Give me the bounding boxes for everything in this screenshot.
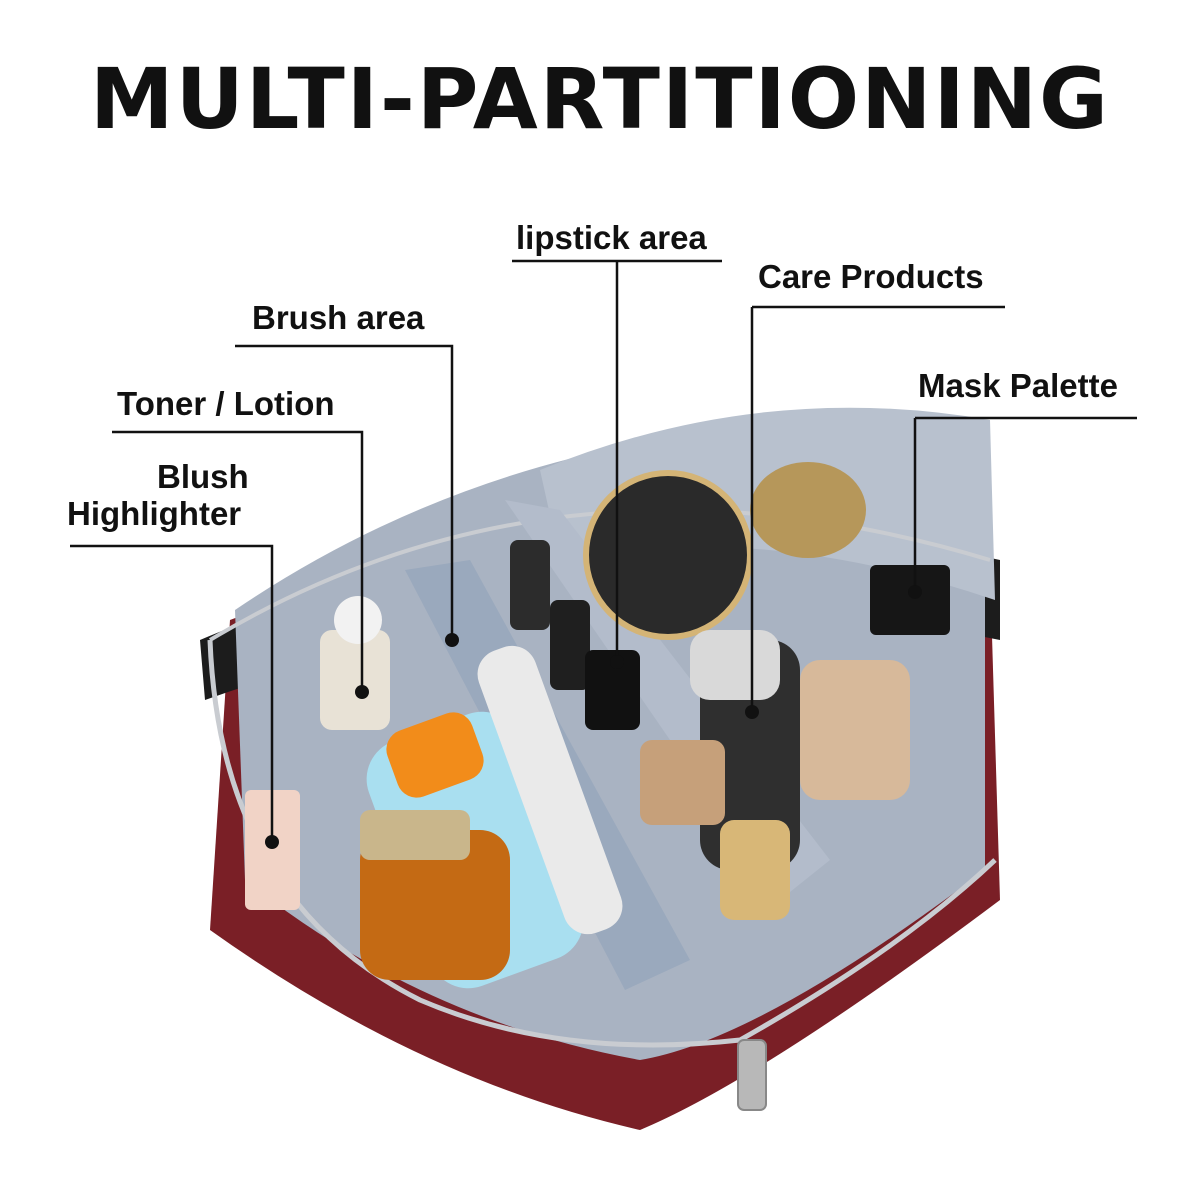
leader-lines: [70, 259, 1137, 840]
lipstick-2: [550, 600, 590, 690]
callout-toner-lotion: Toner / Lotion: [117, 385, 335, 422]
lipstick-1: [510, 540, 550, 630]
leader-toner: [112, 430, 364, 690]
perfume-bottle: [640, 740, 725, 825]
dot-blush: [265, 835, 279, 849]
zipper-pull: [737, 1039, 767, 1111]
callout-highlighter: Highlighter: [67, 495, 242, 532]
mirror-compact: [583, 470, 753, 640]
lipstick-3: [585, 650, 640, 730]
dot-toner: [355, 685, 369, 699]
brush-handle: [477, 645, 623, 935]
callout-mask-palette: Mask Palette: [918, 367, 1118, 404]
dot-care: [745, 705, 759, 719]
leader-brush: [235, 344, 454, 640]
dot-mask: [908, 585, 922, 599]
care-bottle-cap: [690, 630, 780, 700]
gold-lipstick: [720, 820, 790, 920]
callout-care-products: Care Products: [758, 258, 984, 295]
mask-palette-box: [870, 565, 950, 635]
callout-brush-area: Brush area: [252, 299, 425, 336]
leader-dots: [265, 585, 922, 849]
callout-lipstick-area: lipstick area: [516, 219, 707, 256]
page-title: MULTI-PARTITIONING: [90, 50, 1110, 148]
dot-lipstick: [610, 655, 624, 669]
toner-cap: [334, 596, 382, 644]
serum-bottle: [360, 830, 510, 980]
sunscreen-cap: [386, 712, 484, 798]
blush-case: [245, 790, 300, 910]
dot-brush: [445, 633, 459, 647]
serum-collar: [360, 810, 470, 860]
callout-blush: Blush: [157, 458, 249, 495]
foundation-bottle: [800, 660, 910, 800]
leader-blush: [70, 544, 274, 840]
toner-bottle: [320, 630, 390, 730]
mask-palette-jar: [750, 462, 866, 558]
zipper-top: [208, 508, 991, 642]
